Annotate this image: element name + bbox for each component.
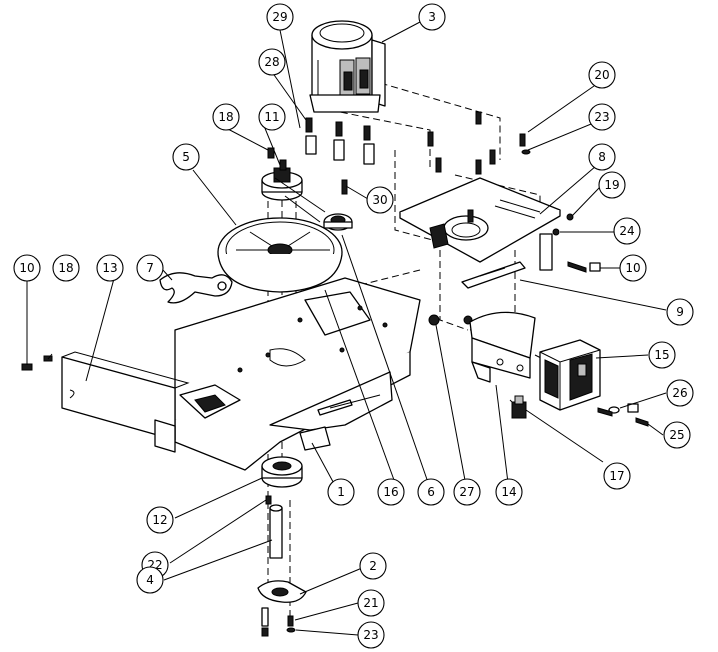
side-panel xyxy=(61,351,190,453)
callout-label: 24 xyxy=(619,224,634,238)
callout-balloon-29: 29 xyxy=(266,3,294,31)
callout-label: 28 xyxy=(264,55,279,69)
callout-balloon-24: 24 xyxy=(613,217,641,245)
bolt-30 xyxy=(341,179,348,195)
motor-bolts xyxy=(305,117,375,165)
callout-balloon-12: 12 xyxy=(146,506,174,534)
callout-label: 8 xyxy=(598,150,606,164)
callout-balloon-17: 17 xyxy=(603,462,631,490)
callout-label: 11 xyxy=(264,110,279,124)
lower-fasteners xyxy=(261,615,296,637)
plate-bolts xyxy=(427,111,496,223)
callout-label: 21 xyxy=(363,596,378,610)
callout-label: 10 xyxy=(625,261,640,275)
callout-balloon-14: 14 xyxy=(495,478,523,506)
callout-label: 3 xyxy=(428,10,436,24)
key-22 xyxy=(265,495,272,505)
callout-balloon-5: 5 xyxy=(172,143,200,171)
callout-balloon-18: 18 xyxy=(52,254,80,282)
drive-belt xyxy=(274,177,326,223)
callout-balloon-9: 9 xyxy=(666,298,694,326)
small-pulley xyxy=(261,147,303,201)
box-fasteners xyxy=(597,403,649,427)
motor xyxy=(309,20,386,113)
callout-balloon-1: 1 xyxy=(327,478,355,506)
controller-box xyxy=(539,339,601,411)
callout-label: 27 xyxy=(459,485,474,499)
callout-balloon-26: 26 xyxy=(666,379,694,407)
callout-balloon-21: 21 xyxy=(357,589,385,617)
motor-plate xyxy=(399,177,561,271)
callout-balloon-10: 10 xyxy=(619,254,647,282)
callout-balloon-11: 11 xyxy=(258,103,286,131)
callout-label: 4 xyxy=(146,573,154,587)
callout-label: 7 xyxy=(146,261,154,275)
callout-label: 18 xyxy=(58,261,73,275)
callout-balloon-20: 20 xyxy=(588,61,616,89)
base-frame xyxy=(174,277,421,471)
idler-pulley xyxy=(323,213,353,231)
callout-balloon-18: 18 xyxy=(212,103,240,131)
callout-label: 25 xyxy=(669,428,684,442)
large-pulley xyxy=(217,217,343,293)
bracket-bar xyxy=(461,261,526,289)
callout-balloon-8: 8 xyxy=(588,143,616,171)
callout-balloon-15: 15 xyxy=(648,341,676,369)
callout-label: 23 xyxy=(594,110,609,124)
callout-balloon-23: 23 xyxy=(588,103,616,131)
callout-balloon-19: 19 xyxy=(598,171,626,199)
callout-label: 10 xyxy=(19,261,34,275)
right-fasteners xyxy=(519,133,601,273)
callout-balloon-2: 2 xyxy=(359,552,387,580)
callout-label: 12 xyxy=(152,513,167,527)
callout-label: 13 xyxy=(102,261,117,275)
callout-label: 29 xyxy=(272,10,287,24)
callout-label: 1 xyxy=(337,485,345,499)
callout-label: 14 xyxy=(501,485,516,499)
callout-label: 18 xyxy=(218,110,233,124)
callout-label: 9 xyxy=(676,305,684,319)
control-bracket xyxy=(469,311,536,383)
callout-balloon-13: 13 xyxy=(96,254,124,282)
lower-pulley xyxy=(261,456,303,488)
callout-balloon-27: 27 xyxy=(453,478,481,506)
callout-label: 16 xyxy=(383,485,398,499)
wrench xyxy=(159,272,233,304)
callout-balloon-23: 23 xyxy=(357,621,385,649)
switch-17 xyxy=(511,395,527,419)
callout-balloon-30: 30 xyxy=(366,186,394,214)
callout-balloon-28: 28 xyxy=(258,48,286,76)
leader-lines xyxy=(26,21,667,636)
callout-label: 17 xyxy=(609,469,624,483)
callout-balloon-4: 4 xyxy=(136,566,164,594)
callout-label: 2 xyxy=(369,559,377,573)
callout-balloon-16: 16 xyxy=(377,478,405,506)
callout-label: 15 xyxy=(654,348,669,362)
callout-label: 19 xyxy=(604,178,619,192)
callout-label: 26 xyxy=(672,386,687,400)
callout-balloon-10: 10 xyxy=(13,254,41,282)
callout-label: 30 xyxy=(372,193,387,207)
callout-label: 20 xyxy=(594,68,609,82)
callout-balloon-3: 3 xyxy=(418,3,446,31)
callout-balloon-6: 6 xyxy=(417,478,445,506)
callout-label: 5 xyxy=(182,150,190,164)
callout-balloon-7: 7 xyxy=(136,254,164,282)
callout-label: 6 xyxy=(427,485,435,499)
bearing-flange xyxy=(257,580,307,627)
shaft xyxy=(269,504,283,559)
nut-27 xyxy=(428,314,440,326)
callout-balloon-25: 25 xyxy=(663,421,691,449)
callout-label: 23 xyxy=(363,628,378,642)
